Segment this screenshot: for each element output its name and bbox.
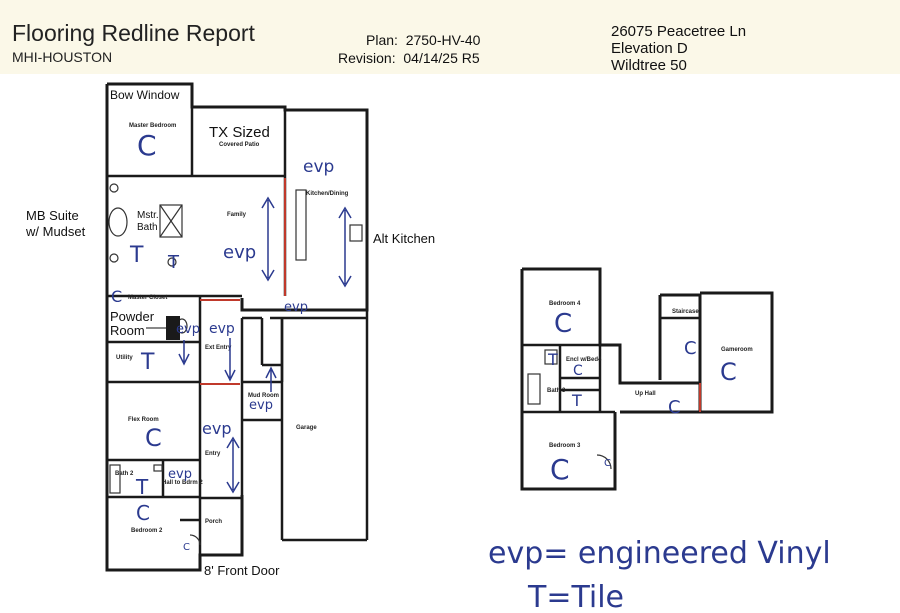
hw-legend-evp: evp= engineered Vinyl [488, 536, 831, 571]
hw-carpet-up-hall: C [668, 397, 681, 418]
room-porch: Porch [205, 519, 222, 525]
hw-evp-ext-entry: evp [209, 321, 235, 337]
callout-mb-suite-line2: w/ Mudset [25, 224, 86, 239]
room-staircase: Staircase [672, 309, 699, 315]
redlines-first-floor [200, 178, 286, 385]
hw-evp-entry: evp [202, 419, 231, 438]
room-mud-room: Mud Room [248, 393, 279, 399]
hw-carpet-master-bedroom: C [137, 129, 157, 162]
room-flex-room: Flex Room [128, 417, 159, 423]
plan-info: Plan: 2750-HV-40 [366, 32, 480, 48]
hw-carpet-bedroom2: C [136, 501, 150, 525]
handwritten-marks: C evp evp T T C evp evp evp T evp C evp … [111, 129, 831, 613]
room-up-hall: Up Hall [635, 391, 656, 397]
report-header [0, 0, 900, 74]
callout-bow-window: Bow Window [110, 88, 180, 102]
room-mstr-bath-line1: Mstr. [137, 210, 159, 221]
handwritten-arrows [178, 196, 352, 494]
callout-powder-line1: Powder [110, 309, 155, 324]
hw-carpet-staircase: C [684, 338, 697, 359]
hw-tile-bath2: T [135, 475, 149, 499]
hw-evp-mud-room: evp [249, 398, 273, 413]
room-garage: Garage [296, 425, 317, 431]
room-ext-entry: Ext Entry [205, 345, 232, 351]
hw-tile-master-bath-2: T [167, 252, 180, 273]
company-name: MHI-HOUSTON [12, 49, 113, 65]
hw-carpet-gameroom: C [720, 358, 737, 386]
callout-alt-kitchen: Alt Kitchen [373, 231, 435, 246]
hw-tile-master-bath: T [129, 243, 144, 268]
room-family: Family [227, 212, 247, 218]
room-bedroom2: Bedroom 2 [131, 528, 163, 534]
address-block: 26075 Peacetree Ln Elevation D Wildtree … [611, 23, 746, 74]
second-floor-fixtures [527, 349, 612, 470]
hw-carpet-encl: C [573, 363, 583, 379]
hw-evp-hall-bdrm2: evp [168, 467, 192, 482]
room-covered-patio: Covered Patio [219, 142, 260, 148]
community-line: Wildtree 50 [611, 57, 687, 74]
second-floor-walls [520, 267, 774, 491]
second-floor-partitions [522, 316, 700, 414]
powder-room-wall-block [166, 316, 180, 340]
hw-evp-powder: evp [176, 322, 200, 337]
revision-info: Revision: 04/14/25 R5 [338, 50, 480, 66]
room-kitchen-dining: Kitchen/Dining [306, 191, 349, 197]
elevation-line: Elevation D [611, 40, 688, 57]
room-master-bedroom: Master Bedroom [129, 123, 176, 129]
room-bath3: Bath 3 [547, 388, 566, 394]
room-bath2: Bath 2 [115, 471, 134, 477]
callout-front-door: 8' Front Door [204, 563, 280, 578]
callout-tx-sized: TX Sized [209, 124, 270, 141]
report-title: Flooring Redline Report [12, 20, 255, 46]
callout-powder-line2: Room [110, 323, 145, 338]
hw-tile-utility: T [140, 350, 155, 375]
callout-mb-suite-line1: MB Suite [26, 208, 79, 223]
hw-evp-kitchen-hall: evp [284, 300, 308, 315]
hw-tile-bath3: T [571, 391, 582, 410]
hw-carpet-bedroom3: C [550, 453, 570, 486]
revision-value: 04/14/25 R5 [403, 50, 480, 66]
room-encl-w-bed4: Encl w/Bed4 [566, 357, 602, 363]
hw-carpet-bedroom2-closet: C [183, 542, 190, 553]
hw-tile-encl: T [547, 350, 558, 369]
hw-legend-tile: T=Tile [527, 580, 624, 613]
room-hall-to-bdrm2: Hall to Bdrm 2 [162, 480, 203, 486]
plan-value: 2750-HV-40 [405, 32, 481, 48]
hw-carpet-flex-room: C [145, 424, 162, 452]
room-utility: Utility [116, 355, 133, 361]
room-bedroom4: Bedroom 4 [549, 301, 581, 307]
room-master-closet: Master Closet [128, 295, 167, 301]
first-floor-partitions [107, 107, 369, 555]
room-mstr-bath-line2: Bath [137, 222, 158, 233]
revision-label: Revision: [338, 50, 396, 66]
address-line: 26075 Peacetree Ln [611, 23, 747, 40]
plan-label: Plan: [366, 32, 398, 48]
room-entry: Entry [205, 451, 221, 457]
hw-carpet-bedroom3-closet: C [604, 458, 611, 469]
hw-evp-kitchen: evp [303, 157, 334, 177]
hw-evp-family: evp [223, 242, 256, 263]
room-bedroom3: Bedroom 3 [549, 443, 581, 449]
hw-carpet-bedroom4: C [554, 309, 572, 339]
hw-carpet-master-closet: C [111, 287, 122, 306]
room-gameroom: Gameroom [721, 347, 753, 353]
